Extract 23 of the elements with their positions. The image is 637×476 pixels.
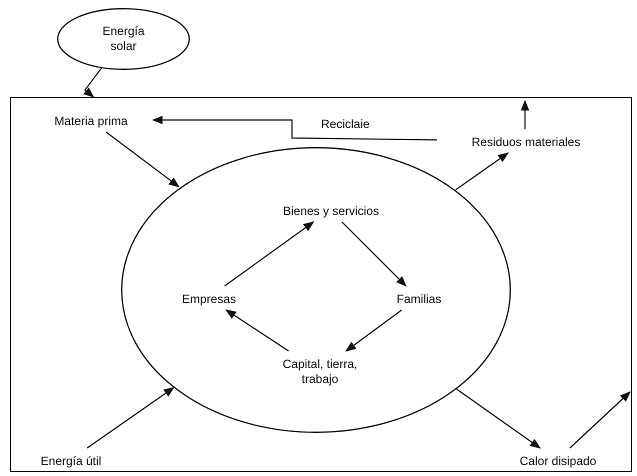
system-boundary-frame bbox=[10, 97, 632, 472]
flow-label: Materia prima bbox=[31, 112, 151, 130]
arrow bbox=[225, 309, 289, 352]
arrow bbox=[224, 221, 314, 286]
arrow bbox=[455, 152, 509, 190]
flow-label: Energía útil bbox=[21, 452, 121, 470]
arrow bbox=[345, 310, 402, 352]
arrow bbox=[152, 116, 437, 140]
arrow bbox=[455, 388, 541, 449]
flow-label: Empresas bbox=[166, 290, 252, 308]
arrow bbox=[342, 222, 407, 287]
flow-label: Bienes y servicios bbox=[251, 202, 411, 220]
flow-label: Calor disipado bbox=[499, 452, 617, 470]
arrow bbox=[83, 68, 102, 98]
arrow bbox=[86, 386, 175, 448]
energy-source-ellipse: Energía solar bbox=[57, 8, 190, 70]
flow-label: Residuos materiales bbox=[441, 133, 611, 151]
arrow bbox=[106, 132, 180, 188]
arrow bbox=[520, 100, 530, 129]
arrow bbox=[570, 391, 631, 448]
flow-label: Capital, tierra, trabajo bbox=[265, 355, 375, 389]
economy-ellipse bbox=[121, 147, 511, 433]
flow-label: Familias bbox=[381, 290, 457, 308]
